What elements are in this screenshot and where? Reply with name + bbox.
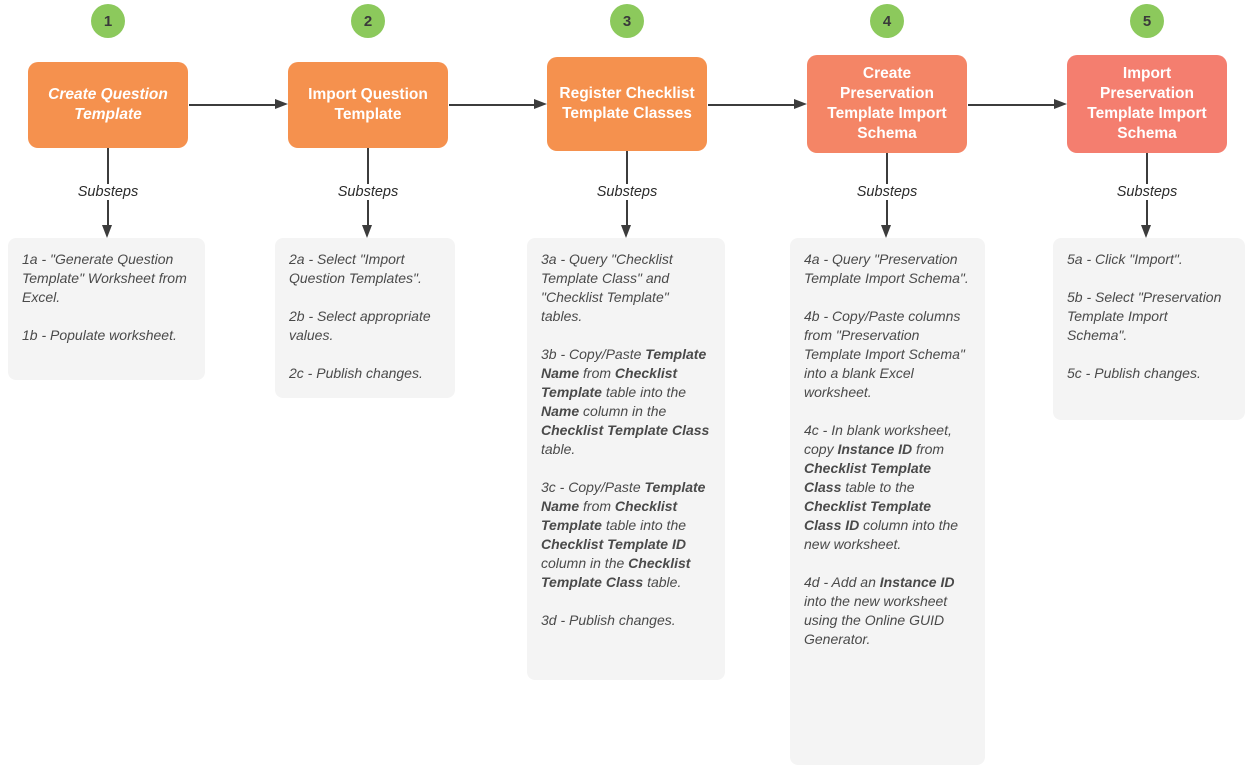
substep-paragraph: 5c - Publish changes. (1067, 365, 1201, 381)
step-1-substeps-arrowhead-icon (102, 225, 112, 238)
substep-paragraph: 3a - Query "Checklist Template Class" an… (541, 251, 673, 324)
substep-paragraph: 1b - Populate worksheet. (22, 327, 177, 343)
substep-paragraph: 3c - Copy/Paste Template Name from Check… (541, 479, 706, 590)
step-4-number-badge: 4 (870, 4, 904, 38)
arrow-step4-to-step5-line (968, 104, 1054, 106)
step-1-box: Create Question Template (28, 62, 188, 148)
arrow-step2-to-step3-line (449, 104, 534, 106)
step-3-substeps-label: Substeps (591, 184, 663, 200)
step-4-substeps-panel: 4a - Query "Preservation Template Import… (790, 238, 985, 765)
step-1-number-badge: 1 (91, 4, 125, 38)
substep-paragraph: 4a - Query "Preservation Template Import… (804, 251, 969, 286)
step-5-substeps-label: Substeps (1111, 184, 1183, 200)
substep-paragraph: 4d - Add an Instance ID into the new wor… (804, 574, 955, 647)
arrow-step4-to-step5-head-icon (1054, 99, 1067, 109)
substep-paragraph: 5b - Select "Preservation Template Impor… (1067, 289, 1222, 343)
arrow-step1-to-step2-line (189, 104, 276, 106)
step-5-number-badge: 5 (1130, 4, 1164, 38)
step-3-box: Register Checklist Template Classes (547, 57, 707, 151)
step-3-number-badge: 3 (610, 4, 644, 38)
substep-paragraph: 3b - Copy/Paste Template Name from Check… (541, 346, 710, 457)
step-2-substeps-label: Substeps (332, 184, 404, 200)
step-5-box: Import Preservation Template Import Sche… (1067, 55, 1227, 153)
step-3-substeps-arrowhead-icon (621, 225, 631, 238)
substep-paragraph: 5a - Click "Import". (1067, 251, 1183, 267)
substep-paragraph: 4b - Copy/Paste columns from "Preservati… (804, 308, 965, 400)
arrow-step1-to-step2-head-icon (275, 99, 288, 109)
step-2-substeps-panel: 2a - Select "Import Question Templates".… (275, 238, 455, 398)
step-1-title: Create Question Template (48, 86, 168, 123)
substep-paragraph: 2c - Publish changes. (289, 365, 423, 381)
step-4-box: Create Preservation Template Import Sche… (807, 55, 967, 153)
step-1-substeps-label: Substeps (72, 184, 144, 200)
step-3-title: Register Checklist Template Classes (559, 85, 695, 122)
step-3-substeps-panel: 3a - Query "Checklist Template Class" an… (527, 238, 725, 680)
step-2-title: Import Question Template (308, 86, 428, 123)
step-4-substeps-arrowhead-icon (881, 225, 891, 238)
arrow-step3-to-step4-line (708, 104, 794, 106)
step-1-substeps-panel: 1a - "Generate Question Template" Worksh… (8, 238, 205, 380)
arrow-step2-to-step3-head-icon (534, 99, 547, 109)
step-4-substeps-label: Substeps (851, 184, 923, 200)
step-5-substeps-panel: 5a - Click "Import". 5b - Select "Preserv… (1053, 238, 1245, 420)
arrow-step3-to-step4-head-icon (794, 99, 807, 109)
step-5-title: Import Preservation Template Import Sche… (1087, 65, 1207, 142)
step-2-number-badge: 2 (351, 4, 385, 38)
step-2-substeps-arrowhead-icon (362, 225, 372, 238)
substep-paragraph: 2b - Select appropriate values. (289, 308, 431, 343)
substep-paragraph: 1a - "Generate Question Template" Worksh… (22, 251, 187, 305)
substep-paragraph: 3d - Publish changes. (541, 612, 676, 628)
step-4-title: Create Preservation Template Import Sche… (827, 65, 947, 142)
substep-paragraph: 2a - Select "Import Question Templates". (289, 251, 422, 286)
substep-paragraph: 4c - In blank worksheet, copy Instance I… (804, 422, 959, 552)
step-5-substeps-arrowhead-icon (1141, 225, 1151, 238)
step-2-box: Import Question Template (288, 62, 448, 148)
